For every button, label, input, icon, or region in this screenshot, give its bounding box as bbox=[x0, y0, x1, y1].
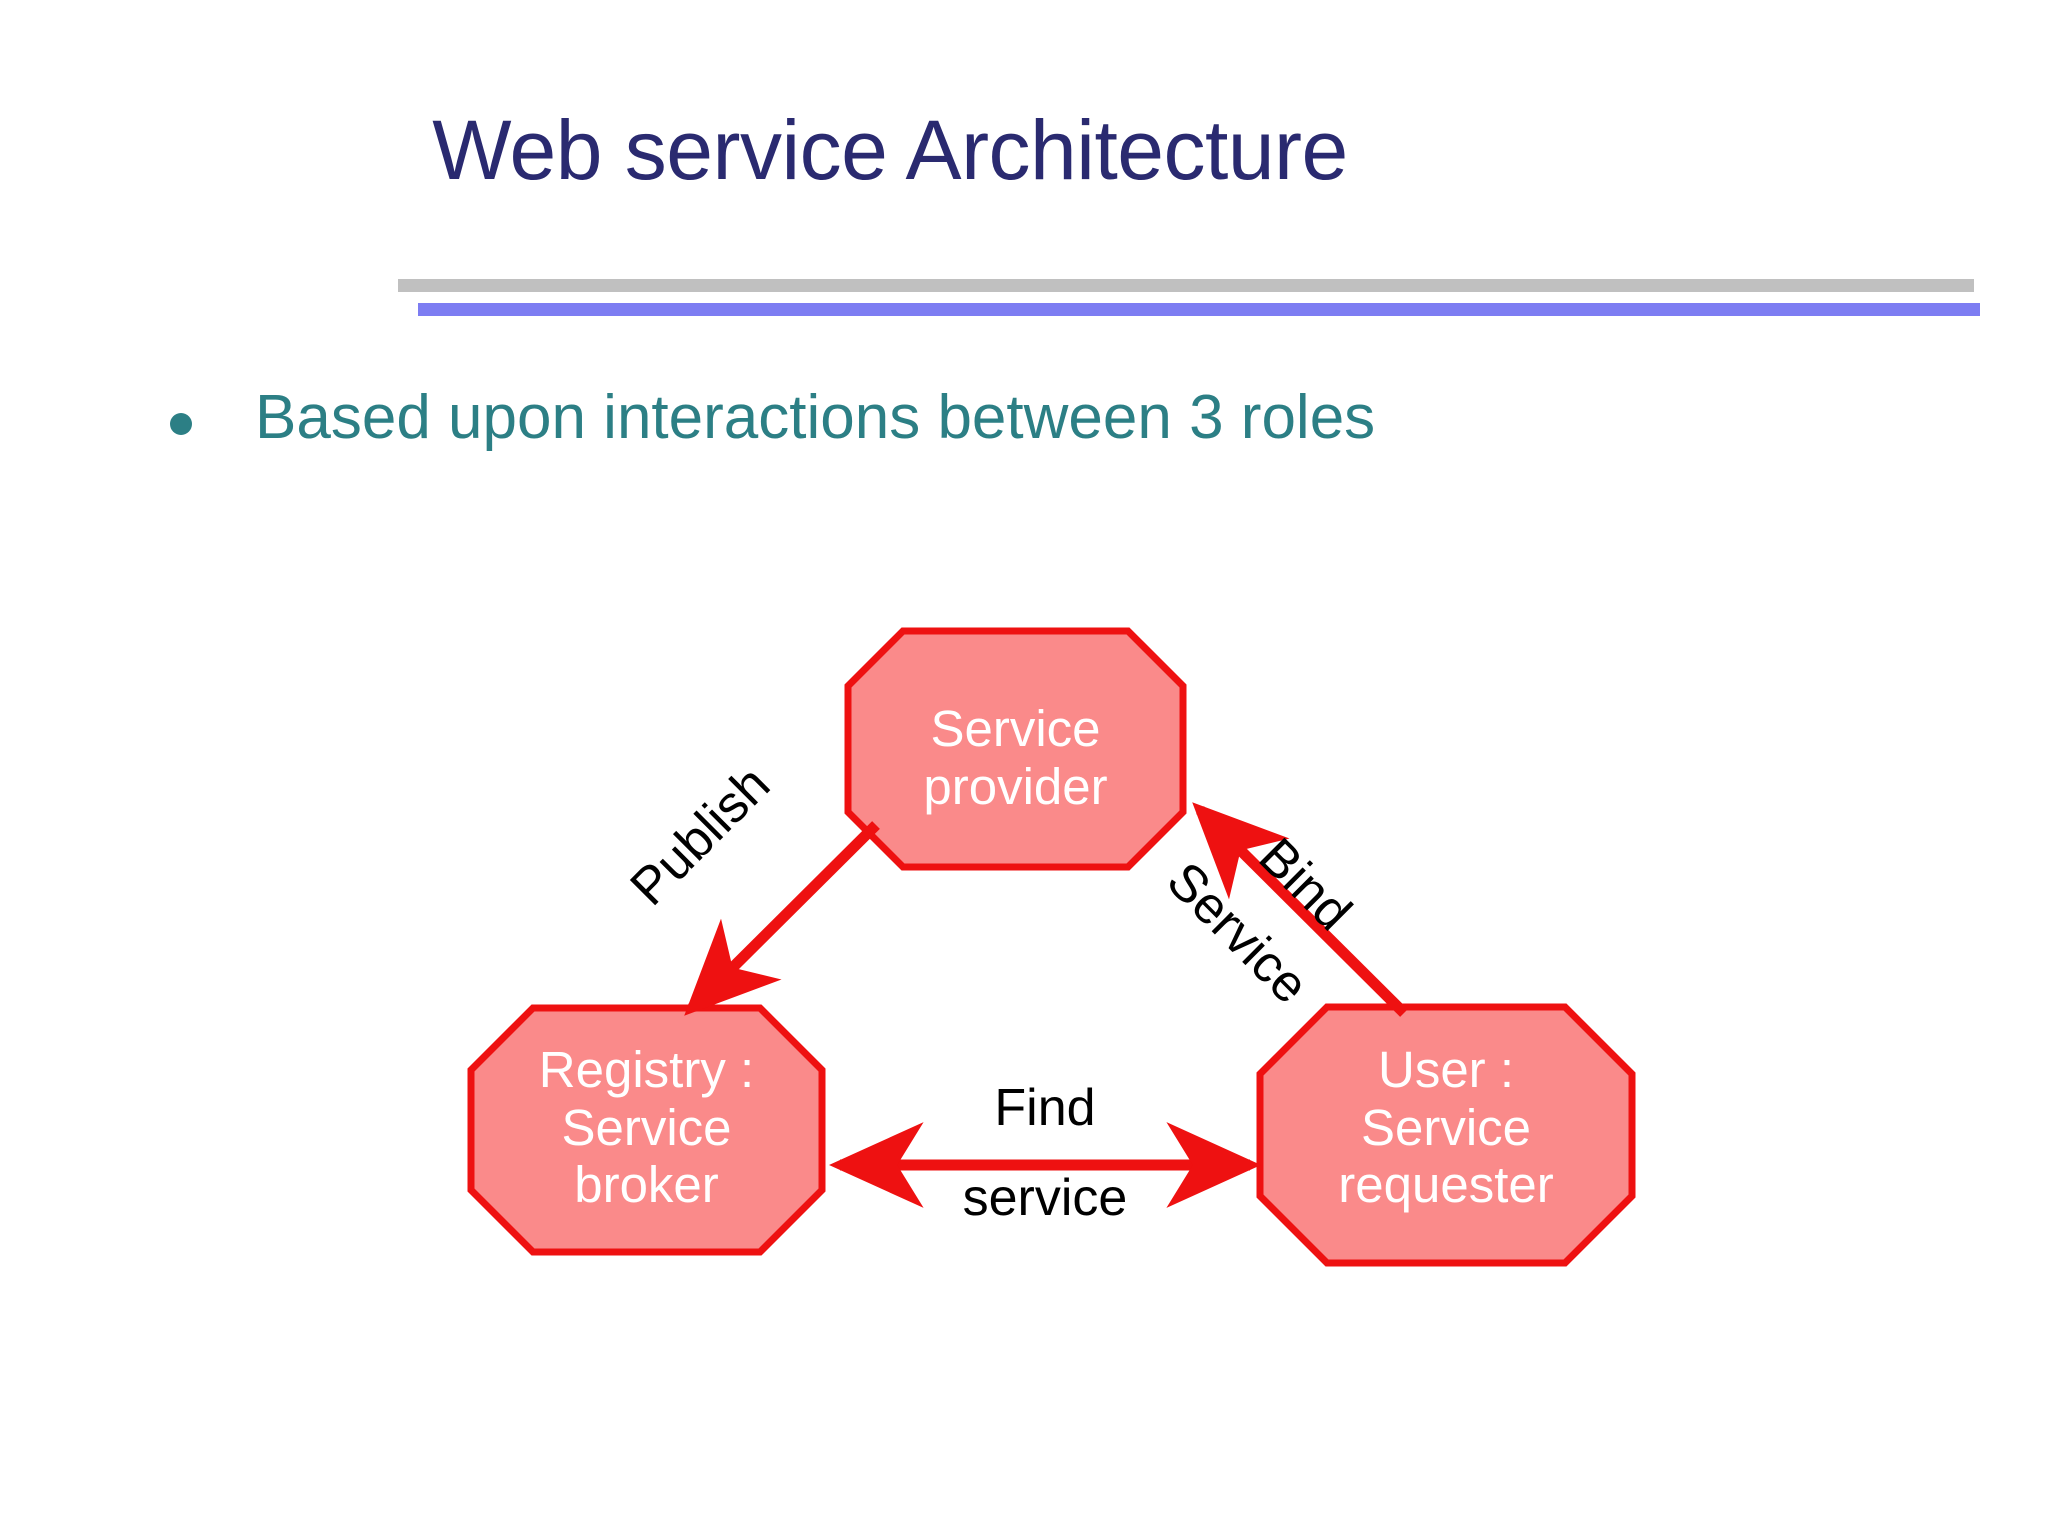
title-divider-gray bbox=[398, 279, 1974, 292]
node-shape-registry-service-broker[interactable] bbox=[467, 1004, 826, 1256]
bullet-list: Based upon interactions between 3 roles bbox=[170, 385, 1375, 450]
bullet-dot-icon bbox=[170, 413, 192, 435]
edge-arrow-bind-service bbox=[1192, 802, 1408, 1017]
edge-arrow-publish bbox=[684, 821, 880, 1016]
bullet-item-text: Based upon interactions between 3 roles bbox=[255, 383, 1376, 452]
node-shape-service-provider[interactable] bbox=[844, 627, 1187, 871]
page-title: Web service Architecture bbox=[432, 103, 1348, 197]
title-divider-purple bbox=[418, 303, 1980, 316]
node-shape-user-service-requester[interactable] bbox=[1256, 1003, 1636, 1267]
